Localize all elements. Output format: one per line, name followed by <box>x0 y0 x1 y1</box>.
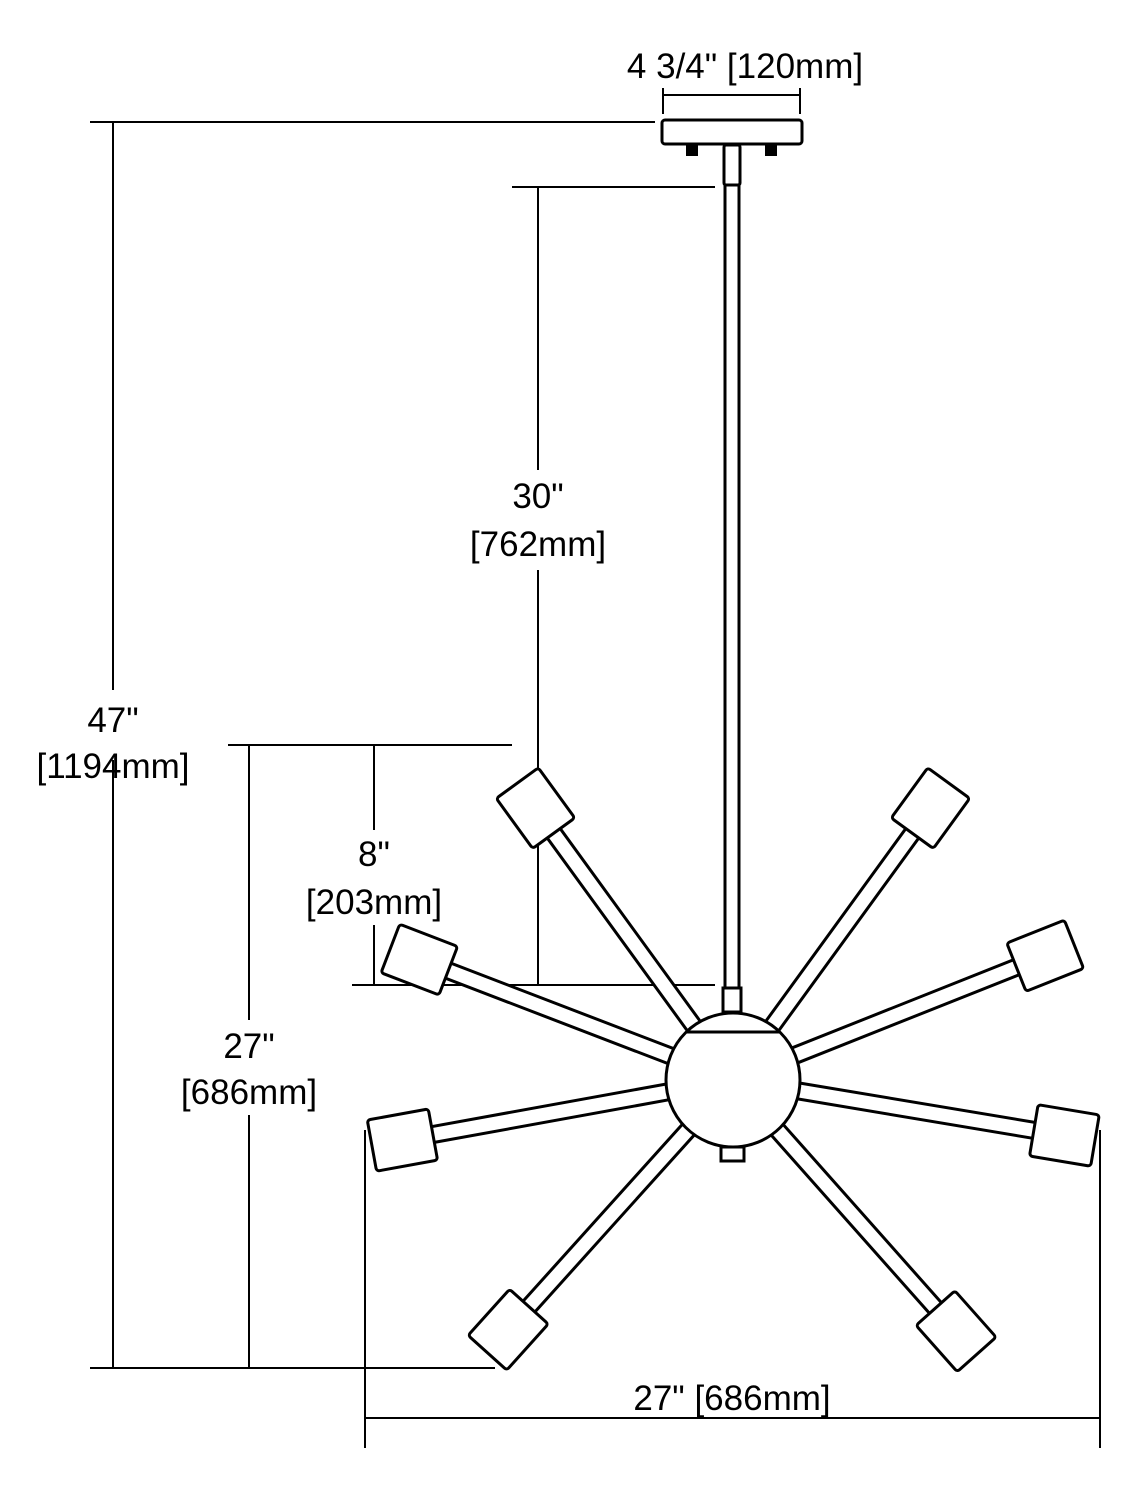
arm-rod <box>542 822 707 1039</box>
fixture-width-dimension: 27" [686mm] <box>364 1130 1101 1448</box>
light-socket <box>495 767 576 849</box>
arm-lower-right <box>789 1080 1101 1168</box>
light-socket <box>890 767 971 849</box>
arm-rod <box>517 1117 701 1318</box>
arm-rod <box>438 959 682 1068</box>
downrod <box>721 185 743 1014</box>
rod-length-dimension: 30" [762mm] <box>455 186 715 985</box>
arms <box>366 767 1101 1372</box>
arm-offset-dimension: 8" [203mm] <box>228 744 715 986</box>
light-socket <box>1006 919 1085 992</box>
arm-upper-right <box>759 767 971 1039</box>
arm-offset-inches: 8" <box>358 835 390 874</box>
fixture-width-label: 27" [686mm] <box>633 1379 830 1418</box>
light-socket <box>380 923 459 996</box>
rod-length-mm: [762mm] <box>470 525 606 564</box>
arm-mid-left <box>380 923 682 1068</box>
fixture-height-dimension: 27" [686mm] <box>168 745 328 1368</box>
rod-length-inches: 30" <box>512 477 563 516</box>
arm-rod <box>764 1117 947 1320</box>
fixture-height-mm: [686mm] <box>181 1073 317 1112</box>
arm-rod <box>789 1080 1042 1141</box>
light-socket <box>467 1288 549 1371</box>
arm-offset-mm: [203mm] <box>306 883 442 922</box>
arm-bottom-right <box>764 1117 997 1372</box>
arm-bottom-left <box>467 1117 701 1371</box>
overall-height-inches: 47" <box>87 701 138 740</box>
overall-height-mm: [1194mm] <box>36 747 189 786</box>
arm-lower-left <box>366 1081 678 1173</box>
light-socket <box>366 1107 439 1173</box>
arm-rod <box>424 1081 678 1146</box>
light-socket <box>915 1290 997 1372</box>
canopy <box>660 118 804 187</box>
light-socket <box>1028 1103 1101 1168</box>
overall-height-dimension: 47" [1194mm] <box>25 121 655 1369</box>
canopy-width-label: 4 3/4" [120mm] <box>627 47 863 86</box>
fixture-height-inches: 27" <box>223 1027 274 1066</box>
canopy-width-dimension: 4 3/4" [120mm] <box>627 47 863 114</box>
center-sphere <box>664 1011 802 1163</box>
